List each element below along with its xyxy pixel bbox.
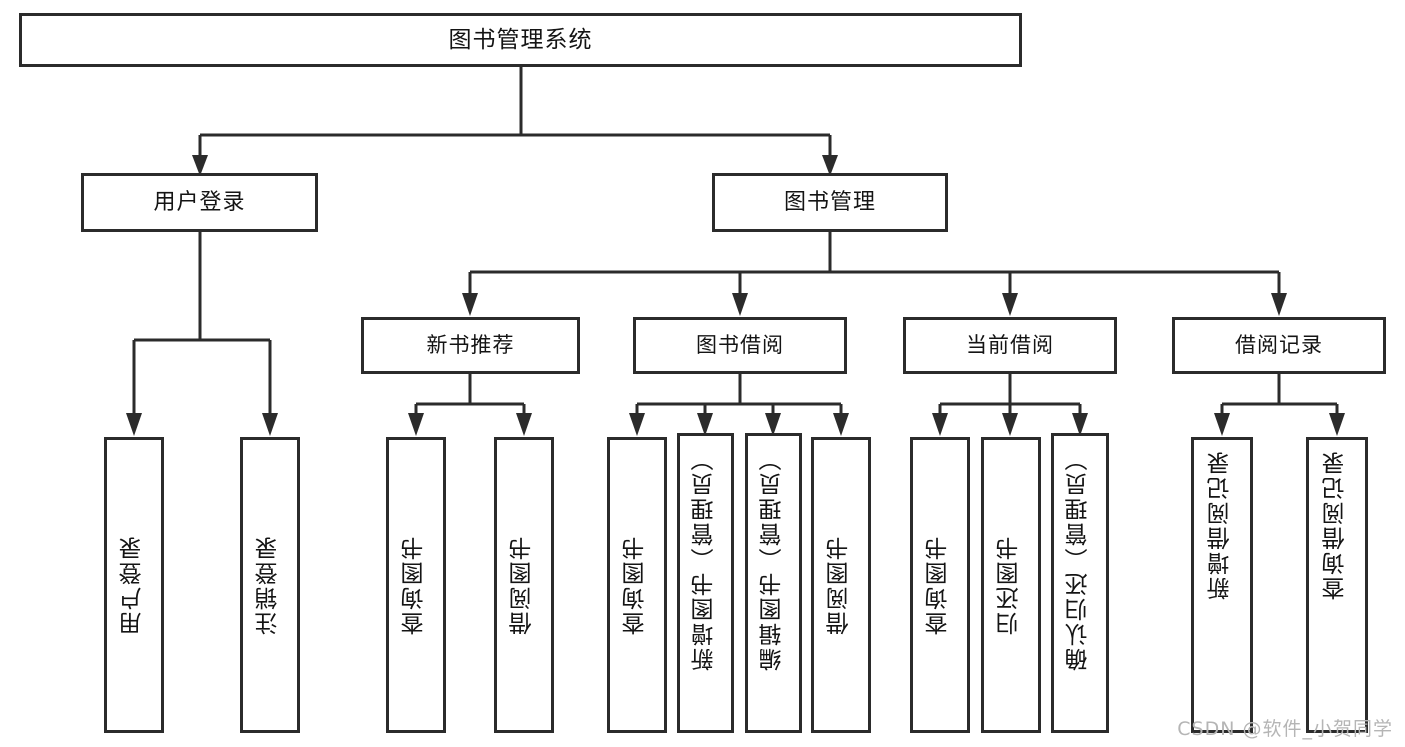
arrowhead-leaf-add-record xyxy=(1214,413,1230,436)
node-leaf-return-book[interactable]: 归还图书 xyxy=(981,437,1041,733)
node-borrow-record[interactable]: 借阅记录 xyxy=(1172,317,1386,374)
node-user-login-label: 用户登录 xyxy=(153,189,246,215)
node-leaf-borrow-book-2-label: 借阅图书 xyxy=(827,535,854,635)
node-leaf-query-book-2[interactable]: 查询图书 xyxy=(607,437,667,733)
node-leaf-add-record-label: 新增借阅记录 xyxy=(1208,450,1235,600)
node-leaf-query-book-2-label: 查询图书 xyxy=(623,535,650,635)
node-book-manage[interactable]: 图书管理 xyxy=(712,173,948,232)
node-leaf-add-book[interactable]: 新增图书（管理员） xyxy=(677,433,734,733)
node-current-borrow-label: 当前借阅 xyxy=(966,333,1054,358)
arrowhead-current-borrow xyxy=(1002,293,1018,316)
node-leaf-edit-book-label: 编辑图书（管理员） xyxy=(759,446,786,671)
node-leaf-user-logout[interactable]: 注销登录 xyxy=(240,437,300,733)
node-user-login[interactable]: 用户登录 xyxy=(81,173,318,232)
node-root-label: 图书管理系统 xyxy=(448,26,593,53)
node-book-borrow-label: 图书借阅 xyxy=(696,333,784,358)
arrowhead-leaf-return-book xyxy=(1002,413,1018,436)
arrowhead-borrow-record xyxy=(1271,293,1287,316)
csdn-watermark: CSDN @软件_小贺同学 xyxy=(1177,718,1393,740)
arrowhead-leaf-query-book-3 xyxy=(932,413,948,436)
arrowhead-leaf-borrow-book-2 xyxy=(833,413,849,436)
arrowhead-leaf-query-book-1 xyxy=(408,413,424,436)
node-new-book-recommend[interactable]: 新书推荐 xyxy=(361,317,580,374)
node-leaf-query-record[interactable]: 查询借阅记录 xyxy=(1306,437,1368,733)
node-leaf-add-record[interactable]: 新增借阅记录 xyxy=(1191,437,1253,733)
node-leaf-return-book-label: 归还图书 xyxy=(997,535,1024,635)
arrowhead-new-book-recommend xyxy=(462,293,478,316)
arrowhead-leaf-query-book-2 xyxy=(629,413,645,436)
node-root[interactable]: 图书管理系统 xyxy=(19,13,1022,67)
node-book-borrow[interactable]: 图书借阅 xyxy=(633,317,847,374)
node-leaf-user-login-label: 用户登录 xyxy=(120,535,147,635)
node-leaf-query-book-3[interactable]: 查询图书 xyxy=(910,437,970,733)
arrowhead-book-borrow xyxy=(732,293,748,316)
node-leaf-confirm-return[interactable]: 确认归还（管理员） xyxy=(1051,433,1109,733)
node-leaf-edit-book[interactable]: 编辑图书（管理员） xyxy=(745,433,802,733)
node-borrow-record-label: 借阅记录 xyxy=(1235,333,1323,358)
node-new-book-recommend-label: 新书推荐 xyxy=(426,333,515,358)
node-leaf-user-logout-label: 注销登录 xyxy=(256,535,283,635)
node-leaf-query-book-1[interactable]: 查询图书 xyxy=(386,437,446,733)
node-leaf-confirm-return-label: 确认归还（管理员） xyxy=(1066,446,1093,671)
arrowhead-leaf-borrow-book-1 xyxy=(516,413,532,436)
node-leaf-query-record-label: 查询借阅记录 xyxy=(1323,450,1350,600)
node-leaf-query-book-3-label: 查询图书 xyxy=(926,535,953,635)
node-current-borrow[interactable]: 当前借阅 xyxy=(903,317,1117,374)
node-leaf-add-book-label: 新增图书（管理员） xyxy=(691,446,718,671)
arrowhead-leaf-user-logout xyxy=(262,413,278,436)
node-leaf-borrow-book-1-label: 借阅图书 xyxy=(510,535,537,635)
node-book-manage-label: 图书管理 xyxy=(783,189,876,215)
node-leaf-borrow-book-2[interactable]: 借阅图书 xyxy=(811,437,871,733)
node-leaf-borrow-book-1[interactable]: 借阅图书 xyxy=(494,437,554,733)
arrowhead-leaf-query-record xyxy=(1329,413,1345,436)
arrowhead-leaf-user-login xyxy=(126,413,142,436)
node-leaf-user-login[interactable]: 用户登录 xyxy=(104,437,164,733)
node-leaf-query-book-1-label: 查询图书 xyxy=(402,535,429,635)
